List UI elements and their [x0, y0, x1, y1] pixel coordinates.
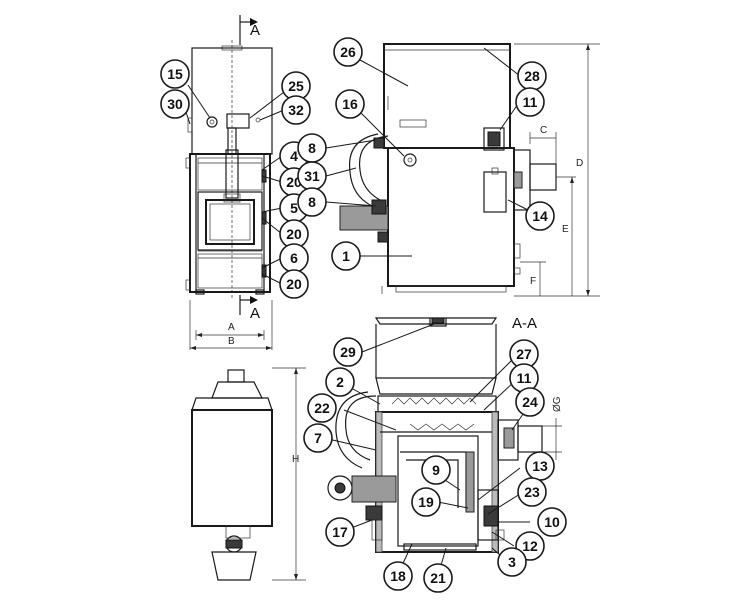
svg-text:20: 20: [286, 226, 302, 242]
svg-text:2: 2: [336, 374, 344, 390]
svg-text:4: 4: [290, 148, 298, 164]
svg-text:3: 3: [508, 554, 516, 570]
callout-16: 16: [335, 89, 365, 119]
callout-26: 26: [333, 37, 363, 67]
svg-text:8: 8: [308, 140, 316, 156]
dim-b: B: [228, 336, 235, 347]
callout-3: 3: [497, 547, 527, 577]
callout-29: 29: [333, 337, 363, 367]
callout-6: 6: [279, 243, 309, 273]
svg-text:25: 25: [288, 78, 304, 94]
svg-text:21: 21: [430, 570, 446, 586]
svg-text:20: 20: [286, 276, 302, 292]
callout-20c: 20: [279, 269, 309, 299]
svg-text:7: 7: [314, 430, 322, 446]
svg-text:31: 31: [304, 168, 320, 184]
svg-text:6: 6: [290, 250, 298, 266]
svg-text:29: 29: [340, 344, 356, 360]
section-arrow-label-bottom: A: [250, 305, 260, 322]
section-arrow-label-top: A: [250, 22, 260, 39]
svg-text:28: 28: [524, 68, 540, 84]
callout-25: 25: [281, 71, 311, 101]
svg-text:22: 22: [314, 400, 330, 416]
callout-23: 23: [517, 477, 547, 507]
callout-2: 2: [325, 367, 355, 397]
svg-text:18: 18: [390, 568, 406, 584]
svg-text:8: 8: [308, 194, 316, 210]
callout-8b: 8: [297, 187, 327, 217]
front-view: A A: [185, 15, 273, 350]
svg-text:11: 11: [517, 370, 532, 386]
svg-text:32: 32: [288, 102, 304, 118]
callout-8a: 8: [297, 133, 327, 163]
callout-27: 27: [509, 339, 539, 369]
callout-13: 13: [525, 451, 555, 481]
callout-9: 9: [421, 455, 451, 485]
callout-32: 32: [281, 95, 311, 125]
callout-21: 21: [423, 563, 453, 593]
svg-text:24: 24: [522, 394, 538, 410]
callout-31: 31: [297, 161, 327, 191]
svg-text:1: 1: [342, 248, 350, 264]
callout-28: 28: [517, 61, 547, 91]
dim-e: E: [562, 224, 569, 235]
callout-11a: 11: [515, 87, 545, 117]
svg-text:11: 11: [523, 94, 538, 110]
callout-18: 18: [383, 561, 413, 591]
callout-7: 7: [303, 423, 333, 453]
svg-text:14: 14: [532, 208, 548, 224]
dim-d: D: [576, 158, 583, 169]
dim-a: A: [228, 322, 235, 333]
svg-text:16: 16: [342, 96, 358, 112]
svg-text:26: 26: [340, 44, 356, 60]
callout-15: 15: [160, 59, 190, 89]
side-view: C D E F: [339, 43, 600, 297]
section-view: A-A: [327, 315, 563, 553]
callout-17: 17: [325, 517, 355, 547]
dim-f: F: [530, 276, 536, 287]
section-view-title: A-A: [512, 315, 537, 332]
svg-text:23: 23: [524, 484, 540, 500]
svg-text:27: 27: [516, 346, 532, 362]
rear-view: H: [191, 367, 306, 581]
callouts: 15 30 25 32 4 20 5 20 6 20 26 28 16 11 8…: [160, 37, 567, 593]
svg-text:12: 12: [522, 538, 538, 554]
svg-text:17: 17: [332, 524, 348, 540]
callout-14: 14: [525, 201, 555, 231]
callout-30: 30: [160, 89, 190, 119]
dim-h: H: [292, 454, 299, 465]
svg-text:10: 10: [544, 514, 560, 530]
dim-g: ØG: [552, 396, 563, 412]
svg-text:19: 19: [418, 494, 434, 510]
svg-text:15: 15: [167, 66, 183, 82]
svg-text:5: 5: [290, 200, 298, 216]
svg-text:13: 13: [532, 458, 548, 474]
svg-text:9: 9: [432, 462, 440, 478]
callout-19: 19: [411, 487, 441, 517]
callout-1: 1: [331, 241, 361, 271]
dim-c: C: [540, 125, 547, 136]
svg-text:30: 30: [167, 96, 183, 112]
callout-10: 10: [537, 507, 567, 537]
callout-24: 24: [515, 387, 545, 417]
callout-22: 22: [307, 393, 337, 423]
